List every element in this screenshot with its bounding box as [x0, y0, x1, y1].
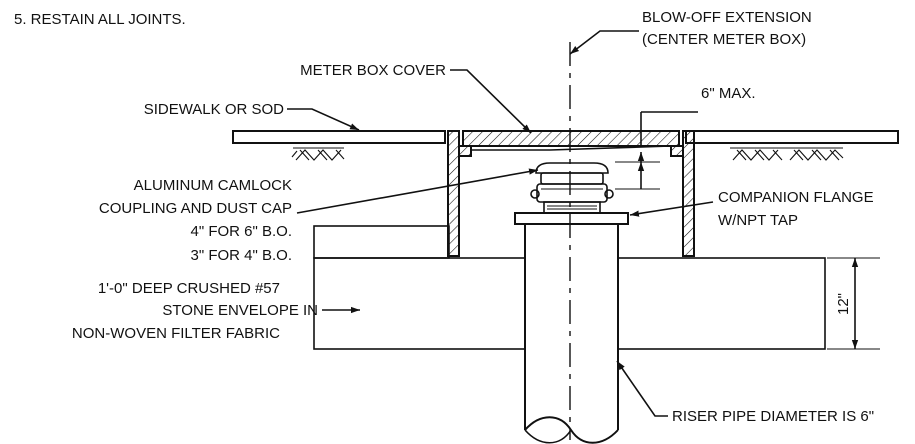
upper-pad [313, 225, 450, 259]
label-blowoff-line2: (CENTER METER BOX) [642, 31, 806, 48]
meter-box-rim-left [458, 145, 472, 157]
leader-companion-flange [629, 201, 714, 217]
sidewalk-left [232, 130, 446, 144]
dimension-12-label: 12" [835, 293, 852, 315]
companion-flange [514, 212, 629, 225]
note-restrain-joints: 5. RESTAIN ALL JOINTS. [14, 11, 186, 28]
label-six-max: 6" MAX. [701, 85, 756, 102]
sidewalk-right [685, 130, 899, 144]
leader-meter-box-cover [450, 69, 532, 134]
earth-hatch-left [291, 147, 345, 161]
label-stone-line3: NON-WOVEN FILTER FABRIC [72, 325, 280, 342]
label-camlock-line1: ALUMINUM CAMLOCK [134, 177, 292, 194]
riser-pipe-break-inner [524, 429, 572, 444]
label-stone-line1: 1'-0" DEEP CRUSHED #57 [98, 280, 280, 297]
label-riser: RISER PIPE DIAMETER IS 6" [672, 408, 874, 425]
dimension-6-max [615, 111, 698, 190]
meter-box-cover-underside [470, 145, 672, 151]
riser-pipe [525, 224, 618, 444]
label-flange-line1: COMPANION FLANGE [718, 189, 874, 206]
meter-box-rim-right [670, 145, 684, 157]
label-flange-line2: W/NPT TAP [718, 212, 798, 229]
meter-box-wall-right [682, 130, 695, 257]
leader-camlock [296, 168, 539, 214]
label-camlock-line4: 3" FOR 4" B.O. [190, 247, 292, 264]
dimension-12-inch [827, 257, 880, 350]
meter-box-wall-left [447, 130, 460, 257]
label-blowoff-line1: BLOW-OFF EXTENSION [642, 9, 812, 26]
label-camlock-line3: 4" FOR 6" B.O. [190, 223, 292, 240]
label-stone-line2: STONE ENVELOPE IN [162, 302, 318, 319]
label-meter-box-cover: METER BOX COVER [300, 62, 446, 79]
label-camlock-line2: COUPLING AND DUST CAP [99, 200, 292, 217]
camlock-coupling [530, 162, 614, 214]
meter-box-cover [462, 130, 680, 147]
label-sidewalk: SIDEWALK OR SOD [144, 101, 284, 118]
leader-blowoff [569, 30, 639, 55]
leader-riser [616, 360, 668, 417]
leader-sidewalk [287, 108, 360, 131]
earth-hatch-right [730, 147, 844, 161]
